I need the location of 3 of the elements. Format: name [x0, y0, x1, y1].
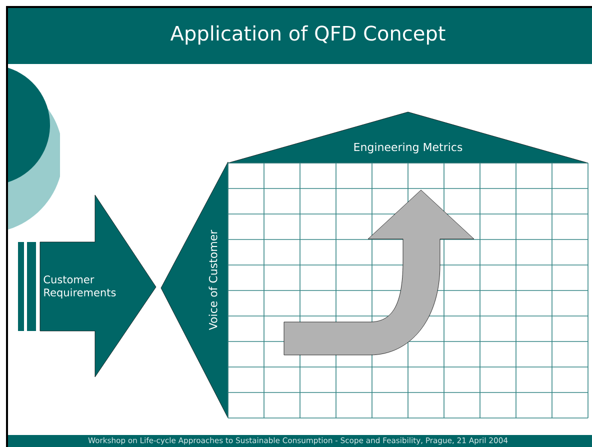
- matrix-grid: [228, 162, 588, 418]
- roof-triangle: Engineering Metrics: [228, 112, 588, 164]
- triangle-panel: Voice of Customer: [160, 162, 228, 418]
